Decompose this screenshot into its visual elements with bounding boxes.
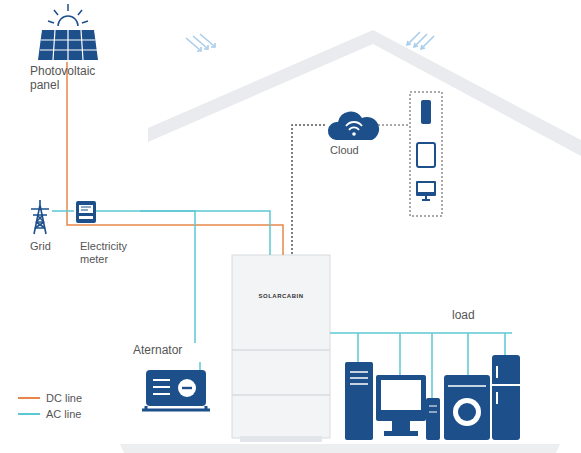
- wind-arrows: [186, 32, 434, 51]
- node-label: Photovoltaic panel: [30, 64, 110, 92]
- sun-icon: [48, 4, 88, 26]
- roof: [148, 30, 581, 156]
- pv-panel-node: Photovoltaic panel: [30, 64, 110, 96]
- ac-line: [140, 211, 270, 255]
- node-label: Electricity meter: [80, 240, 140, 266]
- inverter-node: SOLARCABIN: [232, 255, 330, 438]
- legend-row: AC line: [18, 406, 82, 422]
- node-label: Grid: [30, 240, 51, 253]
- load-node: load: [340, 306, 525, 440]
- inverter-cabinet: [232, 255, 330, 442]
- data-link: [292, 125, 325, 255]
- alternator-icon: [142, 362, 210, 411]
- node-label: SOLARCABIN: [232, 293, 330, 300]
- legend-swatch: [18, 413, 40, 415]
- ac-line: [330, 332, 340, 334]
- legend-swatch: [18, 397, 40, 399]
- node-label: Aternator: [133, 343, 182, 357]
- meter-node: Electricity meter: [74, 198, 140, 266]
- ac-line: [140, 211, 195, 343]
- cloud-node: Cloud: [325, 108, 378, 158]
- legend-row: DC line: [18, 390, 82, 406]
- devices-box: [378, 92, 442, 216]
- legend: DC line AC line: [18, 390, 82, 422]
- cloud-icon: [328, 112, 379, 140]
- legend-label: AC line: [46, 408, 81, 420]
- dc-line: [67, 96, 283, 255]
- node-label: Cloud: [330, 144, 359, 157]
- appliance-icons: [345, 355, 520, 440]
- ac-line: [62, 210, 74, 212]
- legend-label: DC line: [46, 392, 82, 404]
- node-label: load: [452, 308, 475, 322]
- solar-panel-icon: [38, 30, 98, 60]
- floor: [120, 444, 560, 453]
- grid-node: Grid: [22, 198, 62, 258]
- ac-stub: [52, 210, 140, 212]
- grid-tower-icon: [31, 200, 49, 234]
- alternator-node: Aternator: [133, 343, 195, 361]
- meter-icon: [76, 201, 96, 223]
